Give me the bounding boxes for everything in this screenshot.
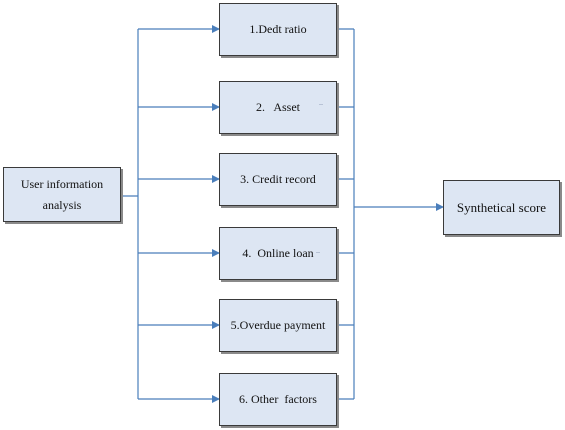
factor-label-online-loan: 4. Online loan xyxy=(242,246,314,260)
result-label: Synthetical score xyxy=(456,200,547,215)
artifact-speck xyxy=(319,104,323,105)
factor-label-asset: 2. Asset xyxy=(255,100,300,114)
factor-label-other-factors: 6. Other factors xyxy=(239,392,317,406)
source-box-user-information-analysis: User information analysis xyxy=(3,167,121,222)
factor-label-overdue-payment: 5.Overdue payment xyxy=(230,318,326,332)
source-label: User information analysis xyxy=(20,176,104,212)
artifact-speck xyxy=(316,252,320,253)
factor-label-debt-ratio: 1.Dedt ratio xyxy=(249,22,307,36)
factor-box-overdue-payment: 5.Overdue payment xyxy=(219,299,337,352)
factor-label-credit-record: 3. Credit record xyxy=(240,172,316,186)
factor-box-debt-ratio: 1.Dedt ratio xyxy=(219,3,337,56)
factor-box-other-factors: 6. Other factors xyxy=(219,373,337,426)
factor-box-online-loan: 4. Online loan xyxy=(219,227,337,280)
factor-box-credit-record: 3. Credit record xyxy=(219,153,337,206)
factor-box-asset: 2. Asset xyxy=(219,81,337,134)
result-box-synthetical-score: Synthetical score xyxy=(443,180,560,235)
